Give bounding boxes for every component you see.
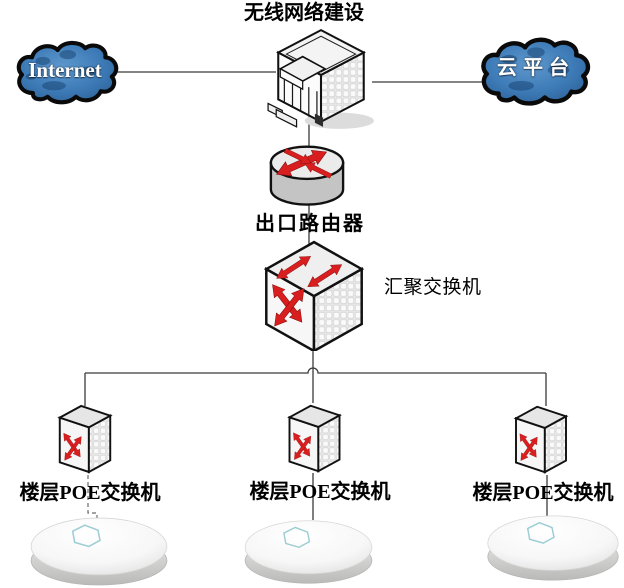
floor-poe-switch-label: 楼层POE交换机: [472, 482, 614, 504]
cloud-platform-label: 云平台: [497, 57, 575, 79]
floor-poe-switch-icon: [287, 404, 342, 473]
diagram-title: 无线网络建设: [244, 2, 364, 24]
aggregation-switch-label: 汇聚交换机: [384, 277, 482, 298]
campus-building-icon: [267, 28, 374, 129]
link-poe1-ap1: [87, 475, 98, 519]
aggregation-switch-icon: [263, 240, 365, 351]
floor-poe-switch-label: 楼层POE交换机: [19, 482, 161, 504]
internet-label: Internet: [28, 58, 102, 82]
floor-poe-switch-icon: [57, 404, 113, 474]
wireless-ap-icon: [487, 515, 619, 581]
wireless-ap-icon: [30, 517, 168, 586]
exit-router-label: 出口路由器: [255, 213, 365, 235]
internet-cloud-icon: [16, 40, 119, 105]
exit-router-icon: [269, 144, 345, 206]
floor-poe-switch-icon: [513, 405, 569, 474]
wireless-ap-icon: [244, 520, 373, 584]
floor-poe-switch-label: 楼层POE交换机: [249, 481, 391, 503]
cloud-platform-icon: [481, 37, 591, 106]
branch-horizontal: [85, 367, 546, 374]
